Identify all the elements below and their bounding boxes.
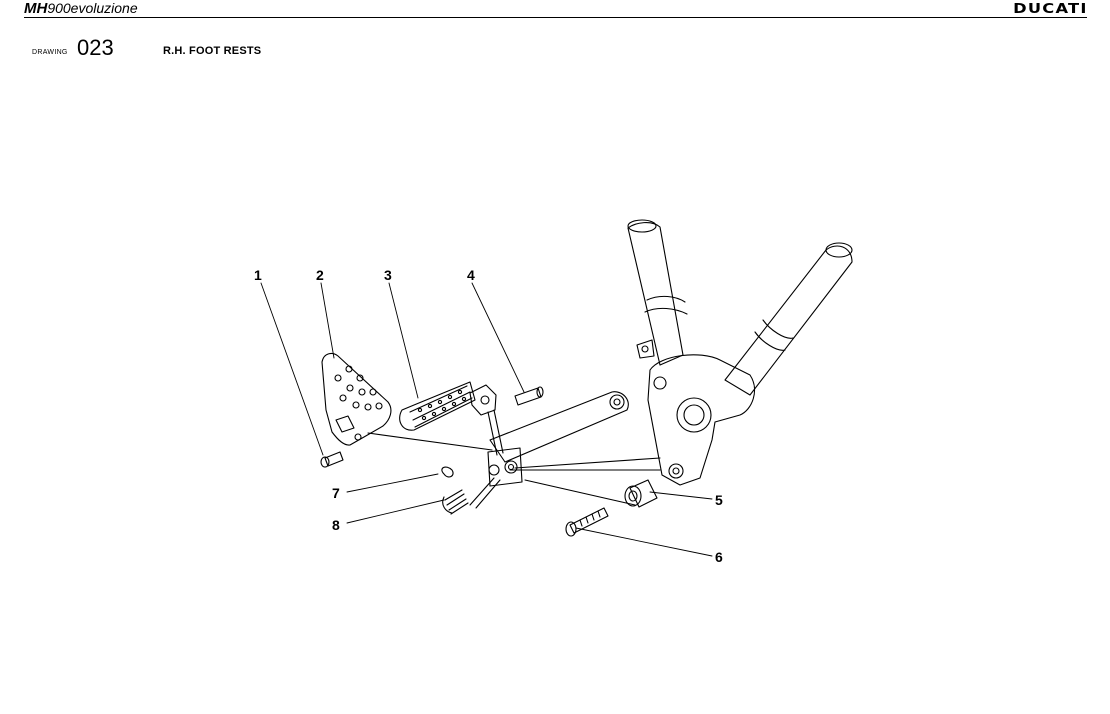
callout-8: 8 bbox=[332, 517, 340, 533]
footrest-bracket bbox=[321, 352, 392, 446]
model-name-bold: MH bbox=[24, 0, 48, 17]
frame-tube-left bbox=[627, 219, 688, 366]
brand-logo: DUCATI bbox=[1013, 2, 1088, 17]
spring bbox=[442, 489, 469, 515]
model-name: MH900evoluzione bbox=[24, 0, 138, 17]
model-name-suffix: 900evoluzione bbox=[47, 0, 138, 16]
callout-2: 2 bbox=[316, 267, 324, 283]
callout-6: 6 bbox=[715, 549, 723, 565]
linkage-pivot bbox=[469, 447, 523, 509]
frame-tube-right bbox=[724, 242, 853, 396]
long-bolt bbox=[565, 507, 609, 537]
callout-1: 1 bbox=[254, 267, 262, 283]
drawing-title: R.H. FOOT RESTS bbox=[163, 45, 262, 57]
bushing bbox=[624, 479, 658, 508]
footpeg-rubber bbox=[399, 381, 497, 431]
pin bbox=[514, 386, 544, 406]
leader-lines bbox=[260, 282, 713, 557]
header-rule bbox=[24, 17, 1087, 18]
drawing-label: DRAWING bbox=[32, 49, 68, 56]
drawing-number: 023 bbox=[77, 35, 114, 60]
circlip bbox=[441, 466, 454, 478]
lever-arm bbox=[367, 391, 661, 506]
callout-4: 4 bbox=[467, 267, 475, 283]
callout-3: 3 bbox=[384, 267, 392, 283]
screw bbox=[320, 451, 344, 468]
frame-plate bbox=[636, 339, 755, 486]
callout-7: 7 bbox=[332, 485, 340, 501]
callout-5: 5 bbox=[715, 492, 723, 508]
